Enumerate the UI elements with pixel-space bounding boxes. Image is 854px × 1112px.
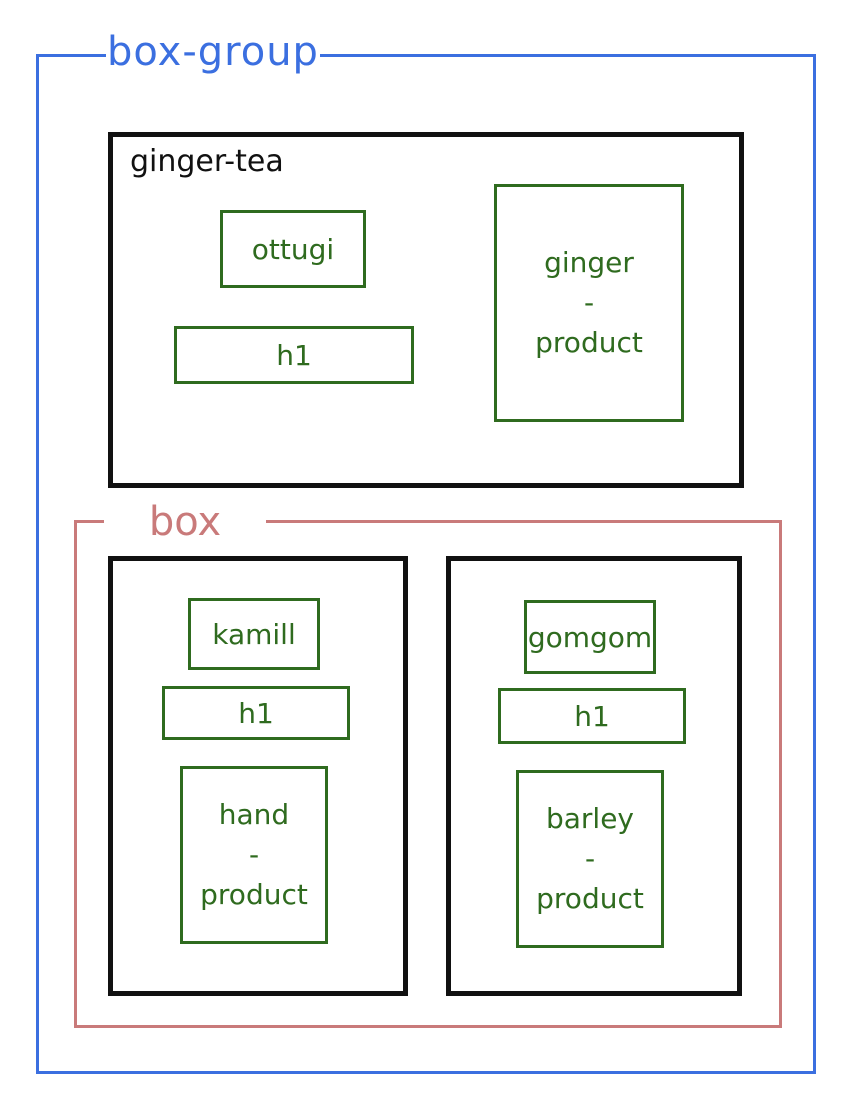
gomgom-brand-text: gomgom bbox=[527, 620, 653, 654]
ginger-product-line-3: product bbox=[535, 326, 643, 359]
ginger-tea-h1-box: h1 bbox=[174, 326, 414, 384]
ottugi-brand-text: ottugi bbox=[251, 232, 335, 266]
kamill-h1-text: h1 bbox=[238, 696, 274, 730]
gomgom-brand-box: gomgom bbox=[524, 600, 656, 674]
hand-product-line-3: product bbox=[200, 878, 308, 911]
box-group-label: box-group bbox=[106, 22, 320, 82]
kamill-brand-text: kamill bbox=[212, 617, 296, 651]
kamill-brand-box: kamill bbox=[188, 598, 320, 670]
box-group-frame bbox=[36, 54, 816, 1074]
barley-product-line-3: product bbox=[536, 882, 644, 915]
ginger-product-box: ginger - product bbox=[494, 184, 684, 422]
barley-product-box: barley - product bbox=[516, 770, 664, 948]
gomgom-h1-box: h1 bbox=[498, 688, 686, 744]
hand-product-box: hand - product bbox=[180, 766, 328, 944]
hand-product-line-1: hand bbox=[218, 798, 290, 831]
box-label: box bbox=[104, 492, 266, 552]
ginger-tea-label: ginger-tea bbox=[130, 144, 284, 179]
ginger-product-line-1: ginger bbox=[544, 246, 634, 279]
gomgom-h1-text: h1 bbox=[574, 699, 610, 733]
hand-product-line-2: - bbox=[248, 838, 260, 871]
ginger-product-line-2: - bbox=[583, 286, 595, 319]
barley-product-line-2: - bbox=[584, 842, 596, 875]
ginger-tea-h1-text: h1 bbox=[276, 338, 312, 372]
ottugi-brand-box: ottugi bbox=[220, 210, 366, 288]
box-frame bbox=[74, 520, 782, 1028]
barley-product-line-1: barley bbox=[545, 802, 635, 835]
kamill-h1-box: h1 bbox=[162, 686, 350, 740]
